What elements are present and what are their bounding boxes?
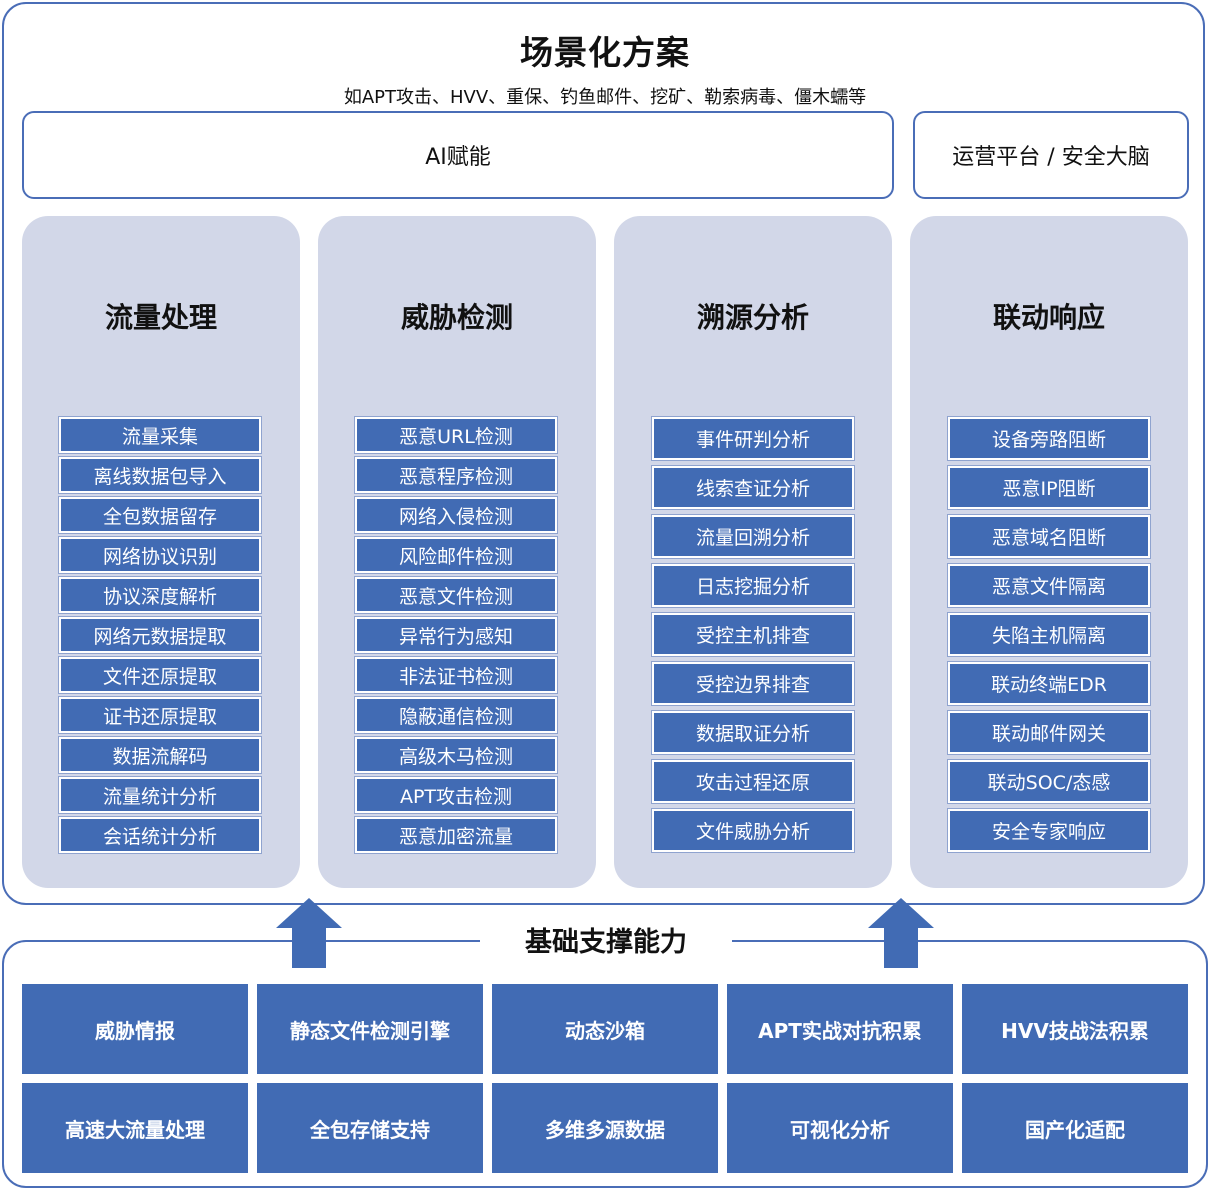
list-item: 证书还原提取 <box>59 697 261 733</box>
base-cell: 高速大流量处理 <box>22 1083 248 1173</box>
list-item: 流量采集 <box>59 417 261 453</box>
base-cell: HVV技战法积累 <box>962 984 1188 1074</box>
list-item: 网络协议识别 <box>59 537 261 573</box>
column-title: 溯源分析 <box>696 301 809 334</box>
list-item: 非法证书检测 <box>355 657 557 693</box>
list-item: 线索查证分析 <box>652 466 854 509</box>
list-item: 恶意域名阻断 <box>948 515 1150 558</box>
list-item: 文件还原提取 <box>59 657 261 693</box>
list-item: 恶意程序检测 <box>355 457 557 493</box>
list-item: 恶意加密流量 <box>355 817 557 853</box>
list-item: 日志挖掘分析 <box>652 564 854 607</box>
up-arrow-icon <box>868 898 934 968</box>
column-title: 联动响应 <box>992 301 1105 334</box>
ai-enablement-label: AI赋能 <box>425 145 491 170</box>
list-item: 协议深度解析 <box>59 577 261 613</box>
page-title: 场景化方案 <box>520 33 690 72</box>
page-subtitle: 如APT攻击、HVV、重保、钓鱼邮件、挖矿、勒索病毒、僵木蠕等 <box>343 87 867 108</box>
list-item: 流量统计分析 <box>59 777 261 813</box>
ops-platform-box: 运营平台 / 安全大脑 <box>913 111 1189 199</box>
list-item: 恶意文件隔离 <box>948 564 1150 607</box>
list-item: 恶意文件检测 <box>355 577 557 613</box>
list-item: APT攻击检测 <box>355 777 557 813</box>
list-item: 受控主机排查 <box>652 613 854 656</box>
list-item: 失陷主机隔离 <box>948 613 1150 656</box>
list-item: 全包数据留存 <box>59 497 261 533</box>
base-cell: 静态文件检测引擎 <box>257 984 483 1074</box>
list-item: 风险邮件检测 <box>355 537 557 573</box>
list-item: 高级木马检测 <box>355 737 557 773</box>
list-item: 受控边界排查 <box>652 662 854 705</box>
list-item: 恶意IP阻断 <box>948 466 1150 509</box>
base-cell: 可视化分析 <box>727 1083 953 1173</box>
list-item: 文件威胁分析 <box>652 809 854 852</box>
up-arrow-icon <box>276 898 342 968</box>
base-cell: 动态沙箱 <box>492 984 718 1074</box>
list-item: 攻击过程还原 <box>652 760 854 803</box>
list-item: 联动终端EDR <box>948 662 1150 705</box>
list-item: 流量回溯分析 <box>652 515 854 558</box>
list-item: 安全专家响应 <box>948 809 1150 852</box>
list-item: 网络入侵检测 <box>355 497 557 533</box>
list-item: 事件研判分析 <box>652 417 854 460</box>
ai-enablement-box: AI赋能 <box>22 111 894 199</box>
column-title: 威胁检测 <box>400 301 513 334</box>
list-item: 异常行为感知 <box>355 617 557 653</box>
list-item: 离线数据包导入 <box>59 457 261 493</box>
base-cell: 威胁情报 <box>22 984 248 1074</box>
list-item: 设备旁路阻断 <box>948 417 1150 460</box>
list-item: 数据流解码 <box>59 737 261 773</box>
list-item: 联动SOC/态感 <box>948 760 1150 803</box>
ops-platform-label: 运营平台 / 安全大脑 <box>952 145 1150 170</box>
base-cell: 多维多源数据 <box>492 1083 718 1173</box>
list-item: 联动邮件网关 <box>948 711 1150 754</box>
list-item: 恶意URL检测 <box>355 417 557 453</box>
list-item: 网络元数据提取 <box>59 617 261 653</box>
base-cell: APT实战对抗积累 <box>727 984 953 1074</box>
list-item: 会话统计分析 <box>59 817 261 853</box>
base-cell: 国产化适配 <box>962 1083 1188 1173</box>
base-title: 基础支撑能力 <box>525 927 687 958</box>
base-title-background <box>480 918 732 964</box>
list-item: 隐蔽通信检测 <box>355 697 557 733</box>
list-item: 数据取证分析 <box>652 711 854 754</box>
base-cell: 全包存储支持 <box>257 1083 483 1173</box>
column-title: 流量处理 <box>104 301 217 334</box>
